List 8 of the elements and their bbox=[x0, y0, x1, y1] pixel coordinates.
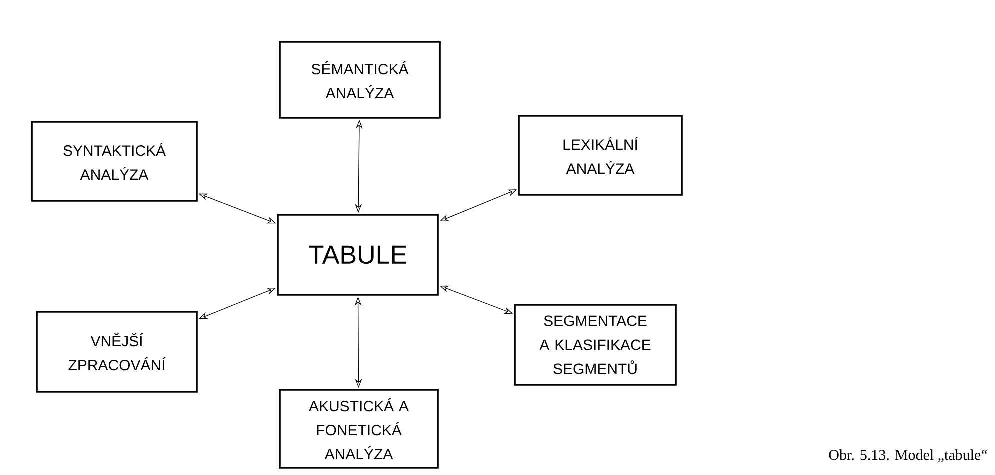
process-box: TABULE bbox=[277, 214, 439, 296]
process-box: SEGMENTACE A KLASIFIKACE SEGMENTŮ bbox=[514, 304, 677, 386]
process-box: SYNTAKTICKÁ ANALÝZA bbox=[31, 121, 198, 202]
process-box: VNĚJŠÍ ZPRACOVÁNÍ bbox=[36, 311, 198, 393]
process-box: SÉMANTICKÁ ANALÝZA bbox=[279, 41, 441, 119]
process-box: LEXIKÁLNÍ ANALÝZA bbox=[518, 115, 683, 196]
caption: Obr. 5.13. Model „tabule“ bbox=[829, 450, 988, 462]
process-box: AKUSTICKÁ A FONETICKÁ ANALÝZA bbox=[279, 389, 439, 469]
